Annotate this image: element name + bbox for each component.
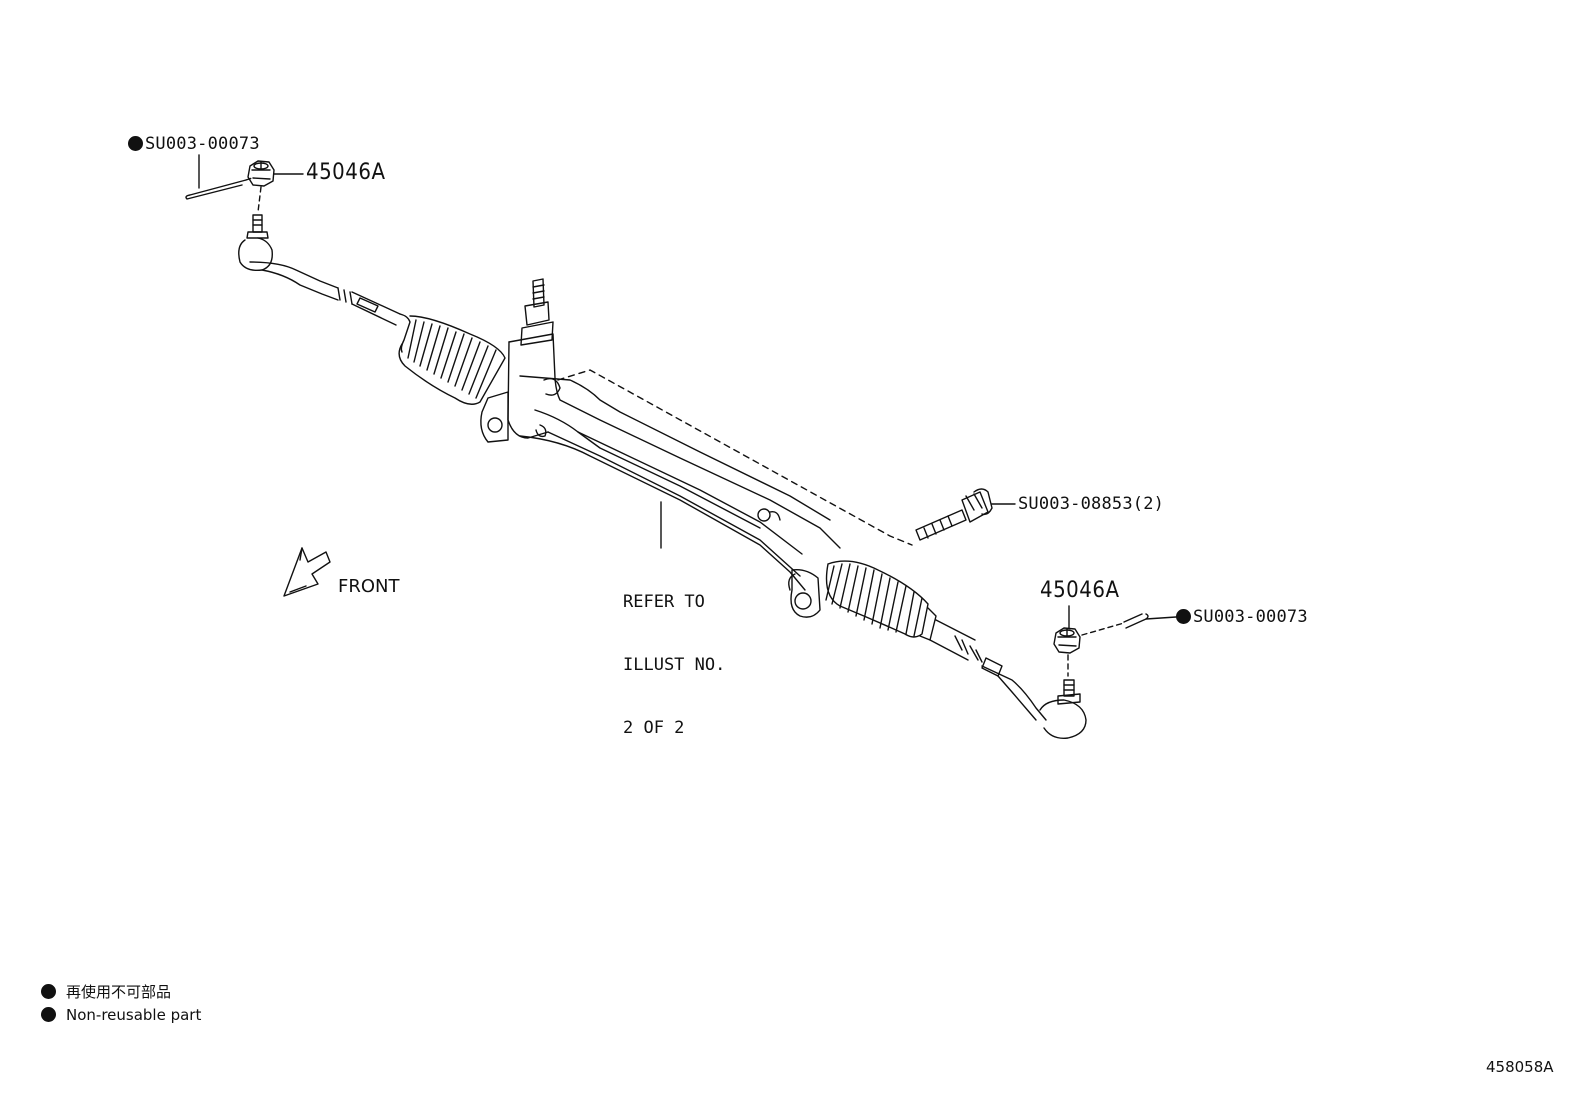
nut-label-bottom-right: 45046A	[1040, 578, 1120, 603]
gear-housing	[480, 278, 841, 618]
nut-top-left	[247, 160, 275, 187]
bolt	[915, 488, 993, 541]
legend-marker-icon	[41, 1007, 56, 1022]
non-reusable-marker-icon	[1176, 609, 1191, 624]
legend-marker-icon	[41, 984, 56, 999]
front-label: FRONT	[338, 576, 400, 597]
front-arrow-icon	[283, 547, 331, 597]
clip-label-top-left: SU003-00073	[128, 134, 260, 154]
clip-label-bottom-right: SU003-00073	[1176, 607, 1308, 627]
legend-item-en: Non-reusable part	[41, 1006, 201, 1024]
legend-item-jp: 再使用不可部品	[41, 981, 171, 1002]
cotter-pin-bottom-right	[1123, 613, 1177, 629]
refer-line-2: ILLUST NO.	[623, 655, 726, 675]
nut-bottom-right	[1053, 627, 1081, 654]
bolt-label: SU003-08853(2)	[1018, 494, 1165, 514]
figure-id: 458058A	[1486, 1058, 1554, 1076]
refer-line-1: REFER TO	[623, 592, 705, 612]
legend-text-en: Non-reusable part	[66, 1006, 202, 1024]
non-reusable-marker-icon	[128, 136, 143, 151]
cotter-pin-top-left	[185, 154, 247, 200]
refer-note: REFER TO ILLUST NO. 2 OF 2	[623, 550, 725, 760]
tie-rod-end-right	[929, 619, 1087, 739]
boot-left	[398, 313, 506, 405]
boot-right	[825, 560, 937, 641]
refer-line-3: 2 OF 2	[623, 718, 685, 738]
tie-rod-end-left	[238, 214, 401, 326]
nut-label-top-left: 45046A	[306, 160, 386, 185]
legend-text-jp: 再使用不可部品	[66, 983, 172, 1001]
